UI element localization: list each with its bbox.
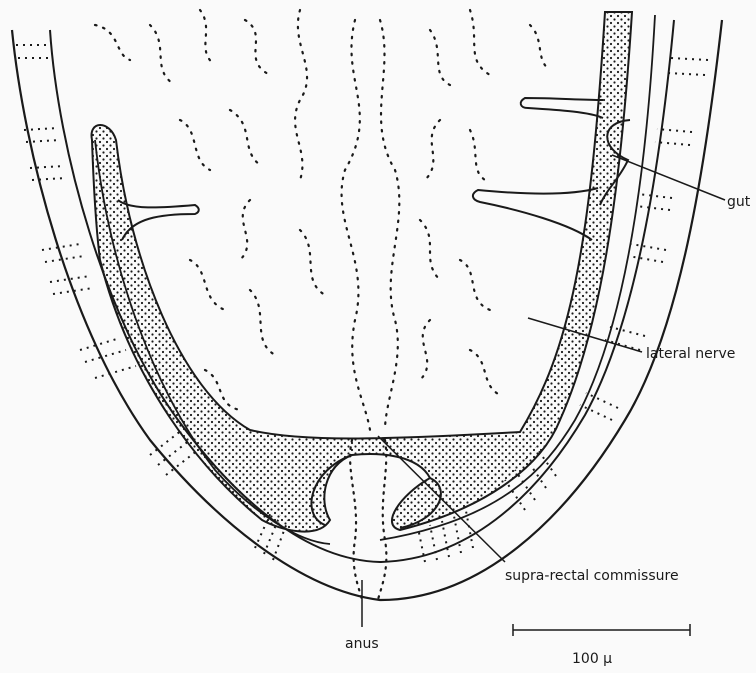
scale-bar-label: 100 μ [572,651,612,667]
label-lateral-nerve: lateral nerve [646,346,735,362]
label-gut: gut [727,194,751,210]
gut-branches [118,98,630,240]
label-anus: anus [345,636,379,652]
label-supra-rectal-commissure: supra-rectal commissure [505,568,679,584]
gut-leader [612,155,725,200]
scale-bar [513,624,690,636]
rectum-contours [350,440,386,600]
